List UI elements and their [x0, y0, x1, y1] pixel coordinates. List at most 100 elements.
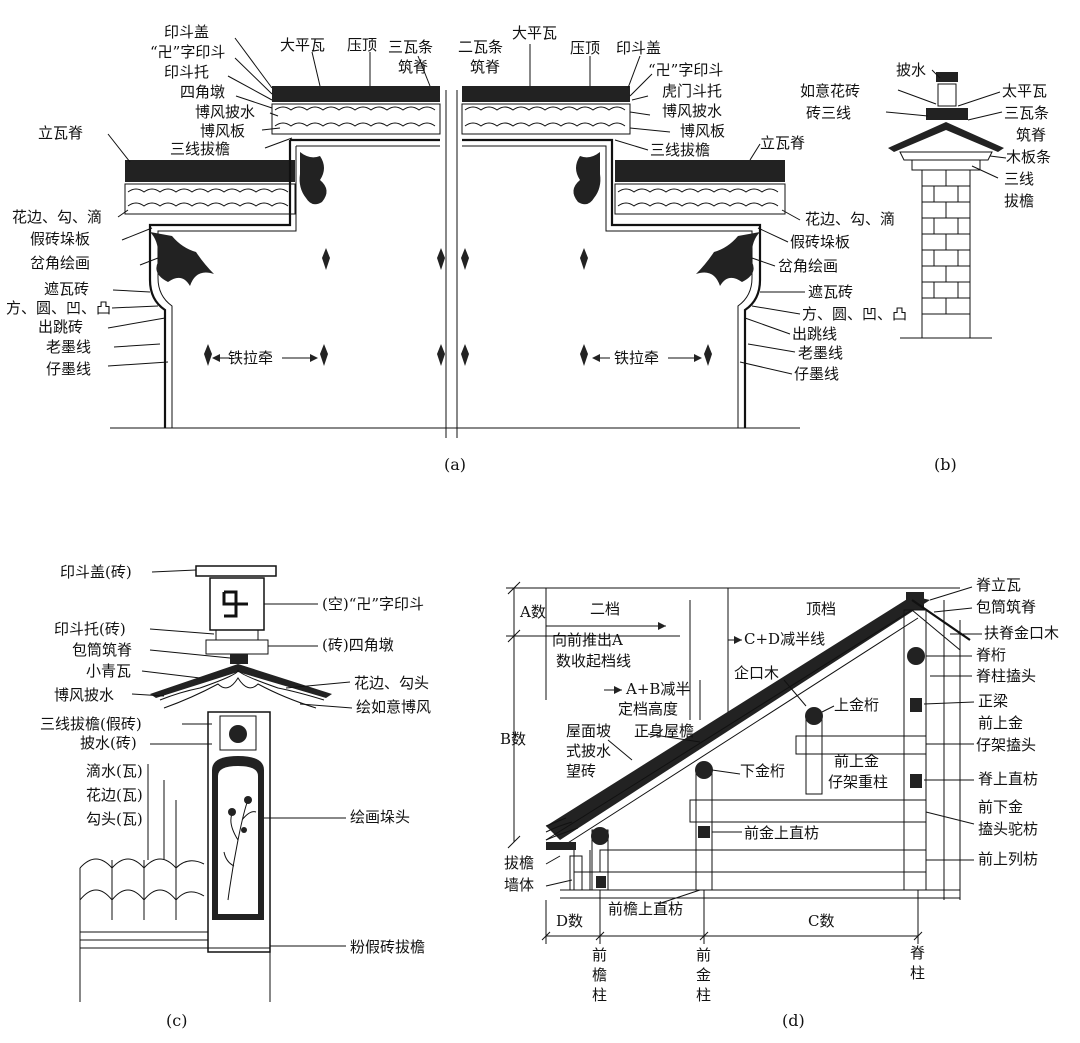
label-d-shipishui: 式披水 [566, 742, 611, 760]
label-a-bofengpishui-r: 博风披水 [662, 102, 722, 120]
label-d-zhengshen: 正身屋檐 [634, 722, 694, 740]
left-lower-tiles [124, 183, 296, 215]
label-c-yindoutuo: 印斗托(砖) [54, 620, 126, 638]
label-c-bofengpishui: 博风披水 [54, 686, 114, 704]
caption-a: (a) [444, 455, 466, 474]
label-a-dapingwa: 大平瓦 [280, 36, 325, 54]
label-a-zhewazhuan: 遮瓦砖 [44, 280, 89, 298]
label-d-qianjinzhu-1: 前 [696, 946, 711, 964]
panel-b: 披水 如意花砖 砖三线 太平瓦 三瓦条 筑脊 木板条 三线 拔檐 (b) [800, 61, 1051, 474]
label-d-qianjinzhu-3: 柱 [696, 986, 711, 1004]
label-a-tielaqian: 铁拉牵 [228, 349, 273, 367]
b-roof [888, 122, 1004, 152]
label-a-sijiaodun: 四角墩 [180, 83, 225, 101]
label-d-ditoutuofang: 搕头驼枋 [978, 820, 1038, 838]
caption-c: (c) [166, 1011, 187, 1030]
label-d-zaijiaditou: 仔架搕头 [976, 736, 1036, 754]
right-top-painting [573, 152, 601, 205]
label-a-yindougai-r: 印斗盖 [616, 39, 661, 57]
label-a-sanxianboyan: 三线拔檐 [170, 140, 230, 158]
label-d-zhengliang: 正梁 [978, 692, 1008, 710]
label-d-qianjinshangzhifang: 前金上直枋 [744, 824, 819, 842]
panel-a-right-leaders [529, 44, 805, 375]
label-b-sanxian: 三线 [1004, 170, 1034, 188]
label-d-b-shu: B数 [500, 730, 526, 748]
label-b-sanwatiao: 三瓦条 [1004, 104, 1049, 122]
left-upper-tiles [271, 103, 441, 135]
c-pillar [207, 711, 271, 953]
tie-iron-mark [437, 248, 445, 270]
label-c-dishui: 滴水(瓦) [86, 762, 143, 780]
label-d-qianyanshangzhifang: 前檐上直枋 [608, 900, 683, 918]
label-d-qiangti: 墙体 [504, 876, 534, 894]
label-d-cd-jianban: C+D减半线 [744, 630, 825, 648]
label-b-mubantiao: 木板条 [1006, 148, 1051, 166]
label-d-erdang: 二档 [590, 600, 620, 618]
label-a-wan-yindou: “卍”字印斗 [150, 43, 225, 61]
wan-pattern-icon [222, 590, 248, 618]
label-d-fujijinkoumu: 扶脊金口木 [984, 624, 1059, 642]
left-corner-painting [150, 232, 214, 286]
label-d-jiliwa: 脊立瓦 [976, 576, 1021, 594]
label-d-jizhu-1: 脊 [910, 944, 925, 962]
tie-iron-mark [322, 248, 330, 270]
label-a-zaimoxian: 仔墨线 [46, 360, 91, 378]
tie-iron-mark [204, 344, 212, 366]
panel-a-left-leaders [107, 37, 431, 367]
label-d-xiangqian: 向前推出A [552, 631, 623, 649]
tie-iron-mark [580, 248, 588, 270]
label-a-jiazhuanduoban-r: 假砖垛板 [790, 233, 850, 251]
label-c-huabian: 花边(瓦) [86, 786, 143, 804]
label-d-wumianpo: 屋面坡 [566, 722, 611, 740]
svg-text:三瓦条: 三瓦条 [388, 38, 433, 56]
label-a-humendoutuo: 虎门斗托 [662, 82, 722, 100]
tie-iron-mark [437, 344, 445, 366]
label-a-laomoxian: 老墨线 [46, 338, 91, 356]
label-d-zaijiachongzhu: 仔架重柱 [828, 773, 888, 791]
label-d-qianshanglie: 前上列枋 [978, 850, 1038, 868]
label-a-tielaqian-r: 铁拉牵 [614, 349, 659, 367]
label-a-yading-r: 压顶 [570, 39, 600, 57]
label-d-shangjinheng: 上金桁 [834, 696, 879, 714]
left-upper-ridge [272, 86, 440, 102]
right-corner-painting [696, 232, 760, 286]
label-c-yindougai: 印斗盖(砖) [60, 563, 132, 581]
label-a-sanwatiao-zhuji: 三瓦条 筑脊 [388, 38, 433, 76]
label-a-liwaji: 立瓦脊 [38, 124, 83, 142]
label-c-xiaoqingwa: 小青瓦 [86, 662, 131, 680]
label-c-goutou: 勾头(瓦) [86, 810, 143, 828]
label-a-chajiaohuihua-r: 岔角绘画 [778, 257, 838, 275]
tie-iron-mark [461, 344, 469, 366]
label-b-boyan: 拔檐 [1004, 192, 1034, 210]
label-d-a-shu: A数 [519, 603, 546, 621]
label-d-qianshangjin: 前上金 [978, 714, 1023, 732]
tie-iron-mark [580, 344, 588, 366]
label-d-xiajinheng: 下金桁 [740, 762, 785, 780]
label-d-d-shu: D数 [556, 912, 583, 930]
c-roof [150, 664, 332, 698]
label-c-baotongzhuji: 包筒筑脊 [72, 641, 132, 659]
label-a-dapingwa-r: 大平瓦 [512, 24, 557, 42]
label-a-laomoxian-r: 老墨线 [798, 344, 843, 362]
tie-iron-mark [320, 344, 328, 366]
label-a-chutiaoxian-r: 出跳线 [792, 325, 837, 343]
tie-iron-mark [461, 248, 469, 270]
label-d-jizhu-2: 柱 [910, 964, 925, 982]
label-d-qikoumu: 企口木 [734, 664, 779, 682]
right-lower-ridge [615, 160, 785, 182]
label-a-yading: 压顶 [347, 36, 377, 54]
label-a-yindoutuo: 印斗托 [164, 63, 209, 81]
label-b-pishui: 披水 [896, 61, 926, 79]
label-a-zhewazhuan-r: 遮瓦砖 [808, 283, 853, 301]
label-c-kong-wan: (空)“卍”字印斗 [322, 595, 424, 613]
label-d-dingdang: 顶档 [806, 600, 836, 618]
panel-a: 印斗盖 “卍”字印斗 印斗托 四角墩 博风披水 博风板 三线拔檐 立瓦脊 花边、… [6, 23, 907, 474]
label-d-shuqi: 数收起档线 [556, 652, 631, 670]
label-a-bofengpishui: 博风披水 [195, 103, 255, 121]
label-a-chutiaozhuan: 出跳砖 [38, 318, 83, 336]
label-a-fangyuan-r: 方、圆、凹、凸 [802, 305, 907, 323]
right-lower-tiles [614, 183, 786, 215]
label-a-zaimoxian-r: 仔墨线 [794, 365, 839, 383]
label-c-huabian-goutou: 花边、勾头 [354, 674, 429, 692]
